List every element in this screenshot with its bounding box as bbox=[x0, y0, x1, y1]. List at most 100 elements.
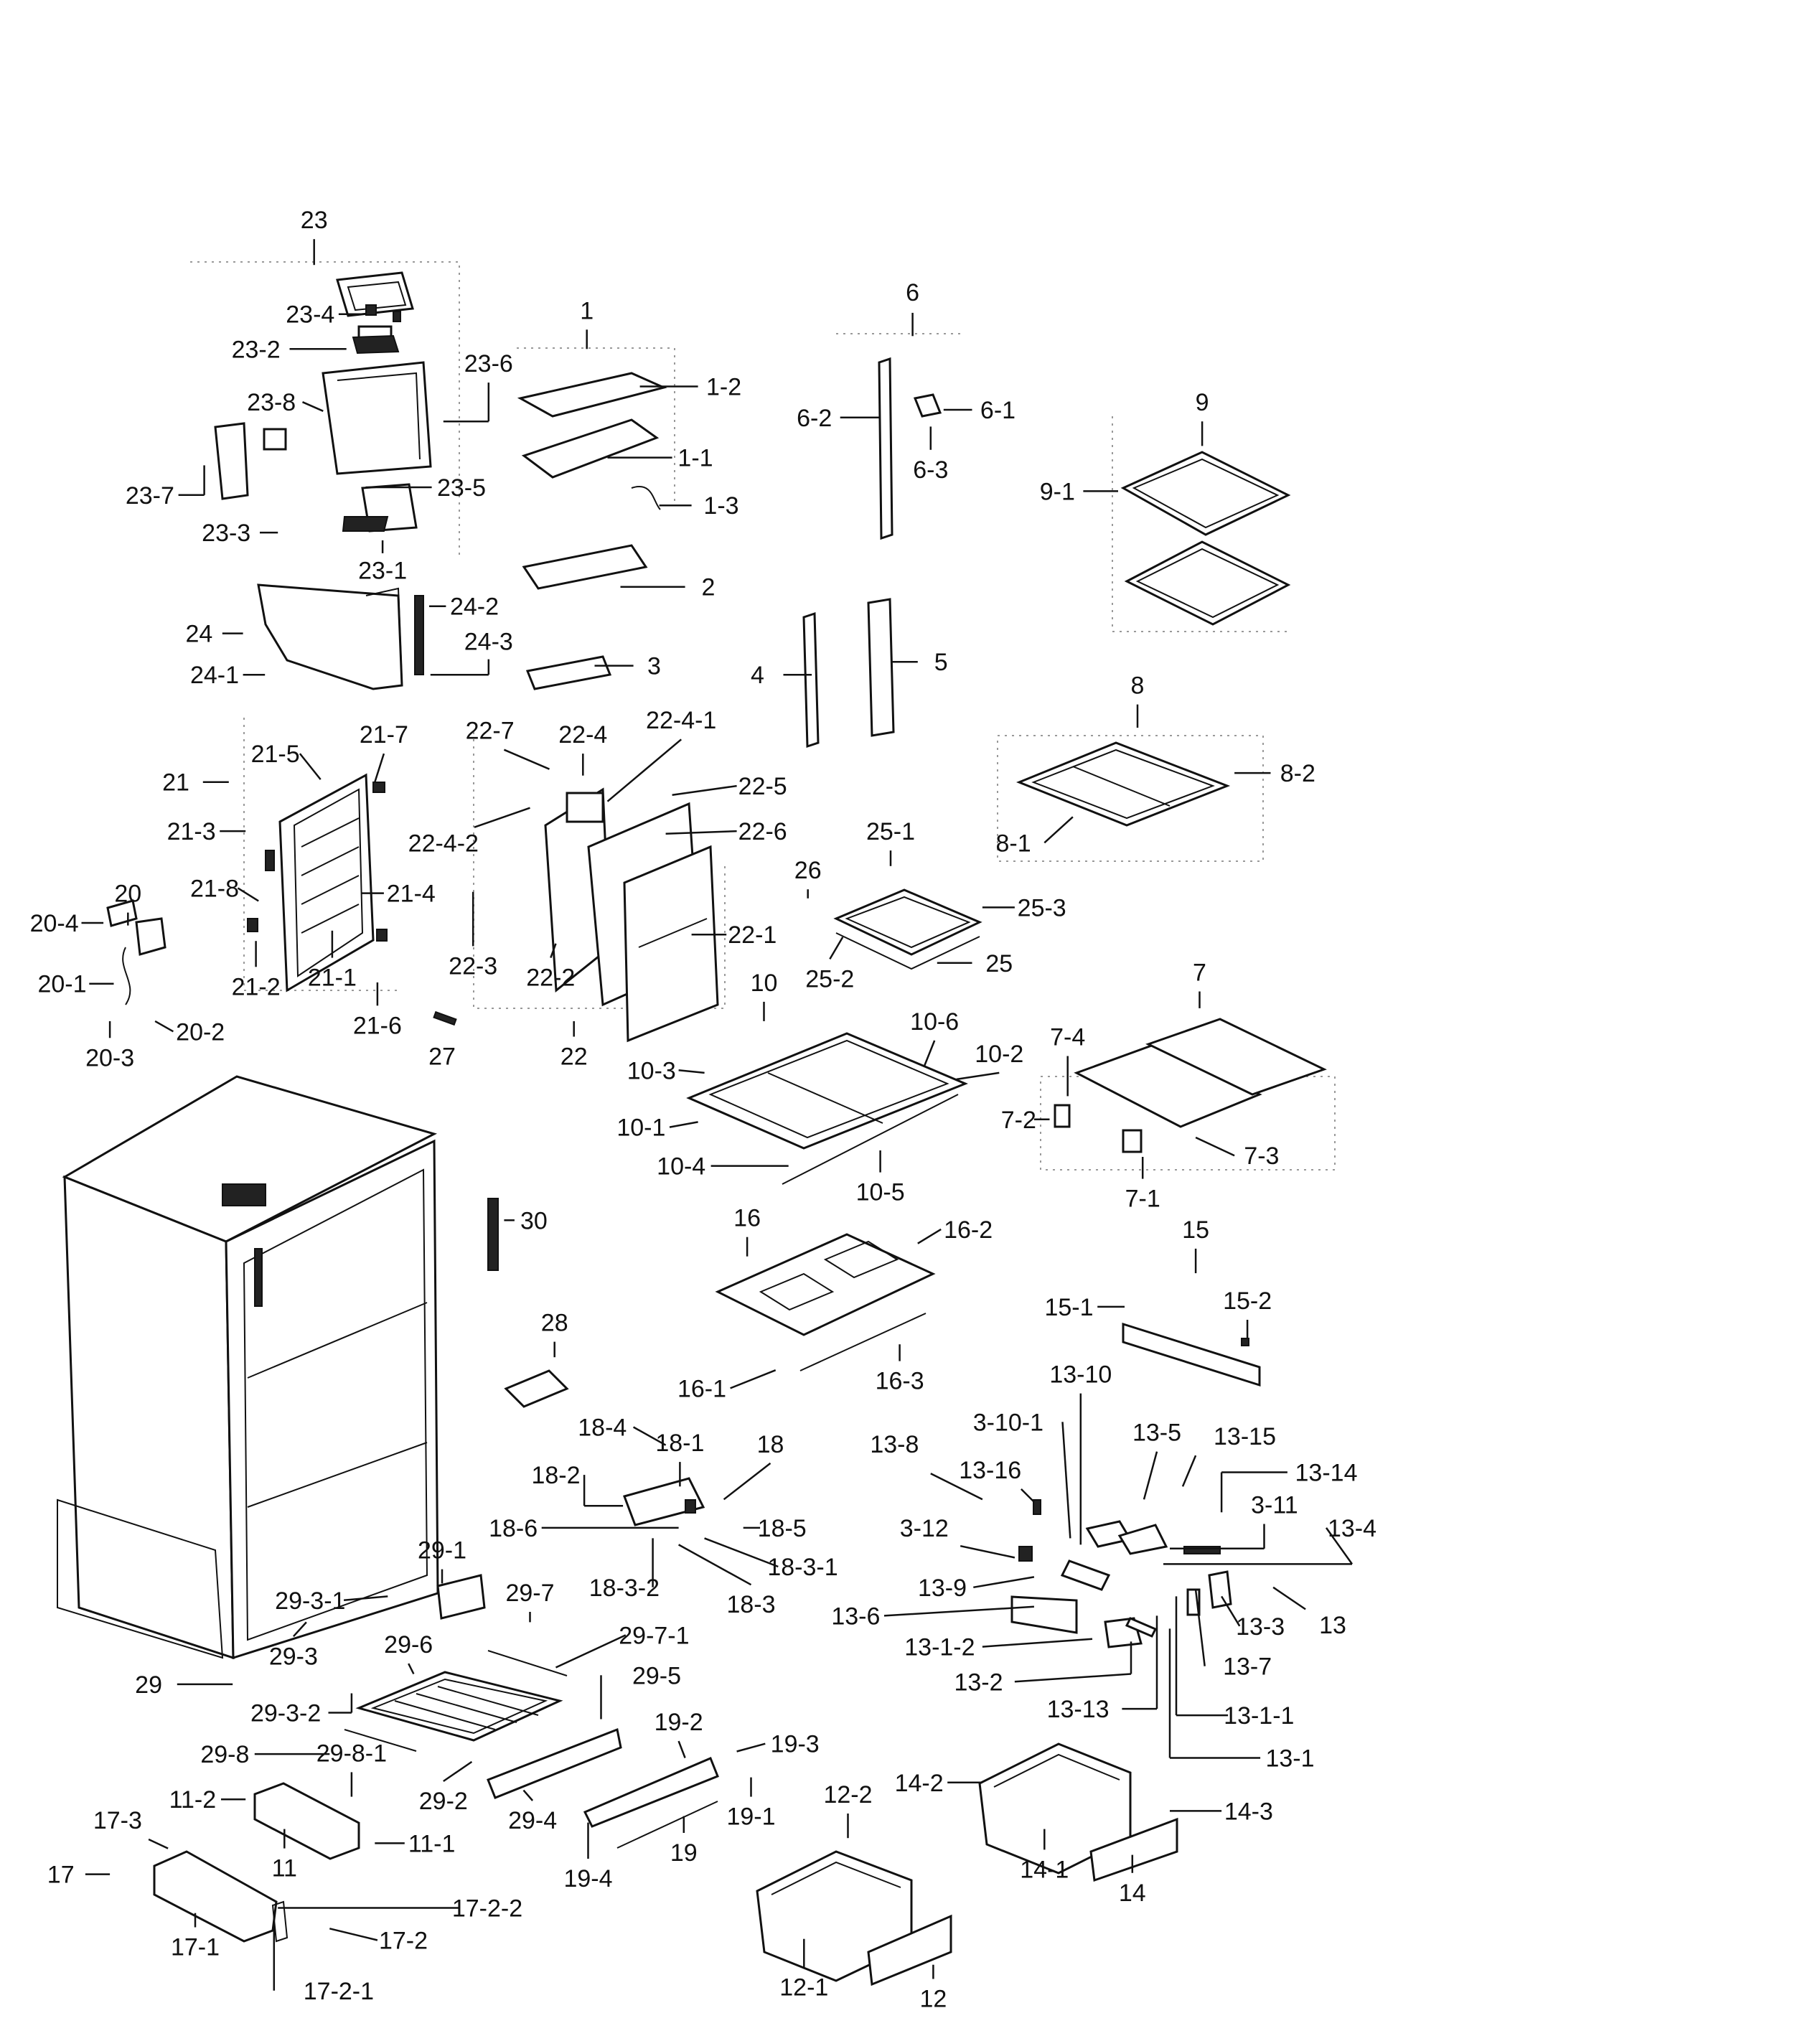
callout-label-25-3: 25-3 bbox=[1018, 894, 1066, 921]
leader-line bbox=[503, 749, 550, 770]
callout-label-1-1: 1-1 bbox=[677, 445, 713, 472]
leader-line bbox=[1061, 1422, 1071, 1539]
callout-label-29-4: 29-4 bbox=[508, 1807, 557, 1834]
callout-label-12: 12 bbox=[919, 1986, 947, 2013]
callout-label-17-1: 17-1 bbox=[171, 1934, 220, 1961]
callout-label-13-1-1: 13-1-1 bbox=[1224, 1702, 1294, 1730]
callout-label-10-2: 10-2 bbox=[975, 1041, 1023, 1068]
callout-label-29-1: 29-1 bbox=[418, 1537, 466, 1564]
callout-label-24-3: 24-3 bbox=[464, 628, 513, 655]
leader-line bbox=[883, 1605, 1034, 1617]
callout-label-16: 16 bbox=[733, 1205, 761, 1232]
leader-line bbox=[672, 784, 737, 796]
callout-label-24-1: 24-1 bbox=[190, 662, 239, 689]
shelf-9 bbox=[1120, 451, 1291, 626]
callout-label-29-7: 29-7 bbox=[505, 1580, 554, 1607]
callout-label-17-2: 17-2 bbox=[379, 1928, 428, 1955]
part-15 bbox=[1122, 1322, 1261, 1387]
leader-line bbox=[917, 1228, 942, 1244]
callout-label-10-5: 10-5 bbox=[856, 1179, 905, 1206]
callout-label-23-2: 23-2 bbox=[232, 336, 281, 363]
callout-label-13-14: 13-14 bbox=[1295, 1460, 1358, 1487]
leader-line bbox=[730, 1369, 777, 1389]
callout-label-26: 26 bbox=[794, 857, 822, 884]
callout-label-16-2: 16-2 bbox=[944, 1216, 993, 1244]
callout-label-13-10: 13-10 bbox=[1049, 1361, 1112, 1389]
part-13 bbox=[1010, 1499, 1232, 1648]
callout-label-12-2: 12-2 bbox=[823, 1781, 872, 1809]
callout-label-13-6: 13-6 bbox=[831, 1603, 880, 1630]
callout-label-22-2: 22-2 bbox=[526, 965, 575, 992]
callout-label-1: 1 bbox=[580, 297, 594, 324]
leader-line bbox=[723, 1462, 771, 1501]
leader-line bbox=[522, 1789, 534, 1801]
callout-label-13-8: 13-8 bbox=[870, 1431, 919, 1458]
callout-label-5: 5 bbox=[934, 649, 948, 676]
callout-label-1-3: 1-3 bbox=[703, 492, 738, 520]
leader-line bbox=[1143, 1451, 1158, 1500]
leader-line bbox=[960, 1544, 1015, 1559]
callout-label-7-1: 7-1 bbox=[1125, 1186, 1160, 1213]
shelf-8 bbox=[1015, 741, 1231, 827]
ice-maker-assembly bbox=[214, 271, 432, 533]
callout-label-8-2: 8-2 bbox=[1280, 760, 1315, 787]
callout-label-13: 13 bbox=[1319, 1612, 1346, 1639]
leader-line bbox=[665, 830, 737, 835]
leader-line bbox=[678, 1069, 705, 1074]
callout-label-21-1: 21-1 bbox=[308, 965, 357, 992]
leader-line bbox=[550, 943, 557, 959]
callout-label-10-6: 10-6 bbox=[910, 1008, 959, 1036]
leader-line bbox=[1181, 1455, 1197, 1487]
callout-label-29-8: 29-8 bbox=[200, 1741, 249, 1768]
callout-label-6-2: 6-2 bbox=[797, 405, 832, 432]
leader-line bbox=[973, 1576, 1035, 1589]
callout-label-19-2: 19-2 bbox=[655, 1709, 703, 1736]
drawer-12 bbox=[756, 1850, 952, 1986]
callout-label-2: 2 bbox=[702, 574, 716, 601]
leader-line bbox=[301, 401, 324, 412]
duct-assembly bbox=[544, 787, 719, 1043]
leader-line bbox=[374, 753, 385, 783]
callout-label-18-2: 18-2 bbox=[531, 1462, 580, 1489]
callout-label-21-4: 21-4 bbox=[387, 881, 436, 908]
leader-line bbox=[1221, 1595, 1241, 1627]
leader-line bbox=[736, 1742, 766, 1753]
leader-line bbox=[1325, 1527, 1354, 1565]
leader-line bbox=[292, 1621, 307, 1638]
callout-label-7-3: 7-3 bbox=[1244, 1143, 1279, 1170]
shelf-16 bbox=[715, 1233, 936, 1371]
callout-label-14-3: 14-3 bbox=[1224, 1798, 1273, 1825]
callout-label-18-4: 18-4 bbox=[578, 1415, 627, 1442]
callout-label-23-4: 23-4 bbox=[286, 301, 334, 329]
callout-label-14: 14 bbox=[1119, 1880, 1146, 1907]
part-19 bbox=[583, 1757, 719, 1849]
callout-label-22-3: 22-3 bbox=[449, 952, 497, 980]
leader-line bbox=[299, 753, 322, 780]
leader-line bbox=[1021, 1488, 1035, 1503]
callout-label-7: 7 bbox=[1193, 960, 1206, 987]
rails bbox=[802, 357, 942, 749]
callout-label-21-2: 21-2 bbox=[232, 973, 281, 1000]
callout-label-18: 18 bbox=[757, 1431, 784, 1458]
callout-label-15-1: 15-1 bbox=[1044, 1294, 1093, 1321]
callout-label-27: 27 bbox=[428, 1043, 456, 1071]
callout-label-7-4: 7-4 bbox=[1050, 1024, 1085, 1051]
callout-label-13-5: 13-5 bbox=[1132, 1420, 1181, 1447]
callout-label-29-3-1: 29-3-1 bbox=[275, 1587, 345, 1615]
callout-label-14-2: 14-2 bbox=[895, 1770, 944, 1797]
callout-label-24: 24 bbox=[185, 621, 212, 648]
callout-label-13-7: 13-7 bbox=[1223, 1653, 1272, 1681]
callout-label-15: 15 bbox=[1182, 1216, 1209, 1244]
leader-line bbox=[982, 1638, 1093, 1648]
leader-line bbox=[1195, 1136, 1235, 1157]
leader-line bbox=[930, 1473, 983, 1501]
callout-label-22-6: 22-6 bbox=[738, 818, 787, 845]
callout-label-13-2: 13-2 bbox=[954, 1669, 1003, 1696]
callout-label-29-7-1: 29-7-1 bbox=[619, 1622, 689, 1649]
callout-label-13-9: 13-9 bbox=[918, 1575, 967, 1602]
callout-label-20-1: 20-1 bbox=[37, 971, 86, 998]
callout-label-20-3: 20-3 bbox=[85, 1044, 134, 1071]
cover-parts bbox=[517, 372, 667, 690]
ice-bucket bbox=[257, 583, 424, 690]
